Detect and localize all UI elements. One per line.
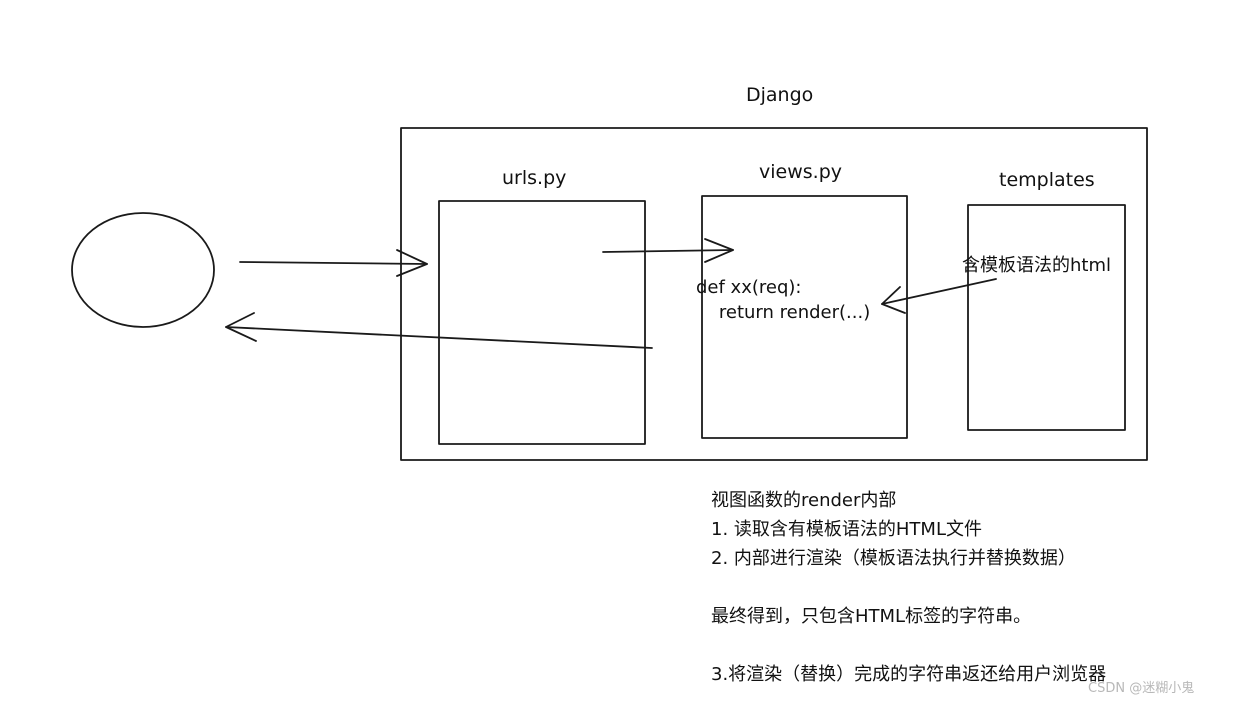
notes-result: 最终得到，只包含HTML标签的字符串。 — [711, 606, 1032, 627]
render-notes: 视图函数的render内部 1. 读取含有模板语法的HTML文件 2. 内部进行… — [711, 486, 1106, 689]
route-arrow — [602, 238, 734, 263]
templates-box — [967, 204, 1126, 431]
notes-step-2: 2. 内部进行渲染（模板语法执行并替换数据） — [711, 548, 1076, 569]
notes-spacer — [711, 631, 1106, 660]
urls-label: urls.py — [502, 167, 567, 189]
views-box — [701, 195, 908, 439]
django-container — [400, 127, 1148, 461]
csdn-watermark: CSDN @迷糊小鬼 — [1088, 681, 1195, 696]
templates-note: 含模板语法的html — [962, 255, 1112, 276]
views-label: views.py — [759, 161, 842, 183]
notes-step-1: 1. 读取含有模板语法的HTML文件 — [711, 519, 982, 540]
django-title: Django — [746, 84, 814, 106]
notes-step-3: 3.将渲染（替换）完成的字符串返还给用户浏览器 — [711, 664, 1107, 685]
response-arrow — [225, 312, 653, 349]
code-return-line: return render(...) — [696, 302, 871, 323]
urls-box — [438, 200, 646, 445]
notes-heading: 视图函数的render内部 — [711, 490, 897, 511]
templates-label: templates — [999, 169, 1095, 191]
client-circle — [71, 212, 215, 328]
notes-spacer — [711, 573, 1106, 602]
request-arrow — [239, 249, 428, 277]
code-def-line: def xx(req): — [696, 277, 802, 298]
template-arrow — [881, 278, 997, 314]
